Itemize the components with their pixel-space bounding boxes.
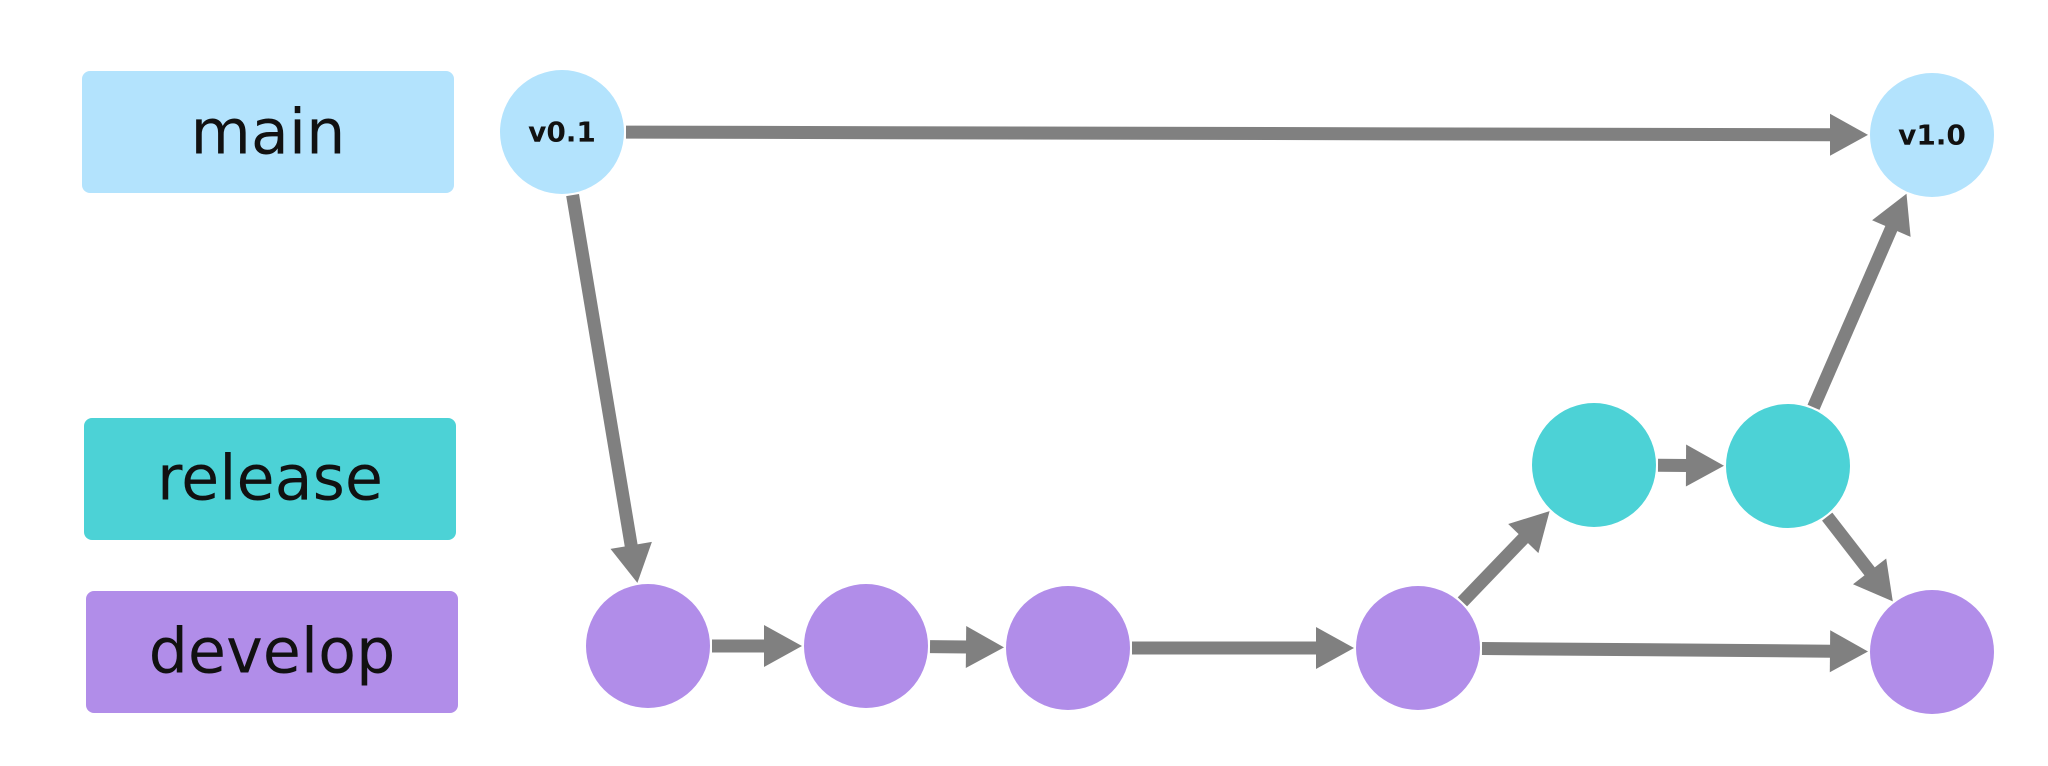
commit-node — [1532, 403, 1656, 527]
arrowhead-icon — [965, 626, 1004, 668]
arrowhead-icon — [1829, 630, 1868, 673]
edge-line — [1481, 642, 1833, 658]
commit-release-2 — [1726, 404, 1850, 528]
arrowhead-icon — [1830, 113, 1868, 156]
commit-main-v01: v0.1 — [500, 70, 624, 194]
arrowhead-icon — [1853, 558, 1893, 602]
edge-develop-4-to-develop-5 — [1481, 630, 1868, 673]
commit-develop-4 — [1356, 586, 1480, 710]
commit-tag-label: v0.1 — [528, 116, 596, 149]
branch-label-develop-box — [86, 591, 458, 713]
commit-release-1 — [1532, 403, 1656, 527]
branch-label-main: main — [191, 96, 346, 169]
commit-main-v10: v1.0 — [1870, 73, 1994, 197]
commit-develop-1 — [586, 584, 710, 708]
commit-node — [1356, 586, 1480, 710]
edge-develop-1-to-develop-2 — [712, 625, 802, 667]
commit-node — [804, 584, 928, 708]
arrowhead-icon — [1316, 627, 1354, 669]
edge-line — [625, 125, 1833, 142]
edge-line — [1822, 512, 1876, 577]
branch-labels: main release develop — [82, 71, 458, 713]
commit-node — [1870, 590, 1994, 714]
branch-label-release-box — [84, 418, 456, 540]
commit-develop-2 — [804, 584, 928, 708]
branch-label-develop: develop — [149, 615, 396, 688]
edge-release-1-to-release-2 — [1657, 444, 1724, 487]
edges-layer — [566, 113, 1911, 673]
commit-node — [586, 584, 710, 708]
edge-release-2-to-develop-5 — [1822, 512, 1893, 602]
arrowhead-icon — [1685, 444, 1724, 487]
edge-line — [566, 194, 638, 549]
arrowhead-icon — [764, 625, 802, 667]
edge-develop-4-to-release-1 — [1457, 511, 1550, 607]
arrowhead-icon — [610, 541, 652, 583]
commit-develop-5 — [1870, 590, 1994, 714]
branch-label-release: release — [157, 442, 383, 515]
commit-tag-label: v1.0 — [1898, 119, 1966, 152]
arrowhead-icon — [1508, 511, 1550, 554]
edge-main-v01-to-develop-1 — [566, 194, 652, 583]
edge-develop-2-to-develop-3 — [929, 626, 1004, 668]
arrowhead-icon — [1872, 193, 1911, 237]
edge-release-2-to-main-v10 — [1807, 193, 1911, 410]
commit-node — [1006, 586, 1130, 710]
commit-node — [1726, 404, 1850, 528]
edge-line — [1807, 224, 1899, 410]
branch-label-main-box — [82, 71, 454, 193]
edge-develop-3-to-develop-4 — [1132, 627, 1354, 669]
commit-node — [500, 70, 624, 194]
commit-node — [1870, 73, 1994, 197]
commits-layer: v0.1 v1.0 — [500, 70, 1994, 714]
edge-main-v01-to-main-v10 — [625, 113, 1868, 156]
commit-develop-3 — [1006, 586, 1130, 710]
edge-line — [1457, 532, 1530, 607]
